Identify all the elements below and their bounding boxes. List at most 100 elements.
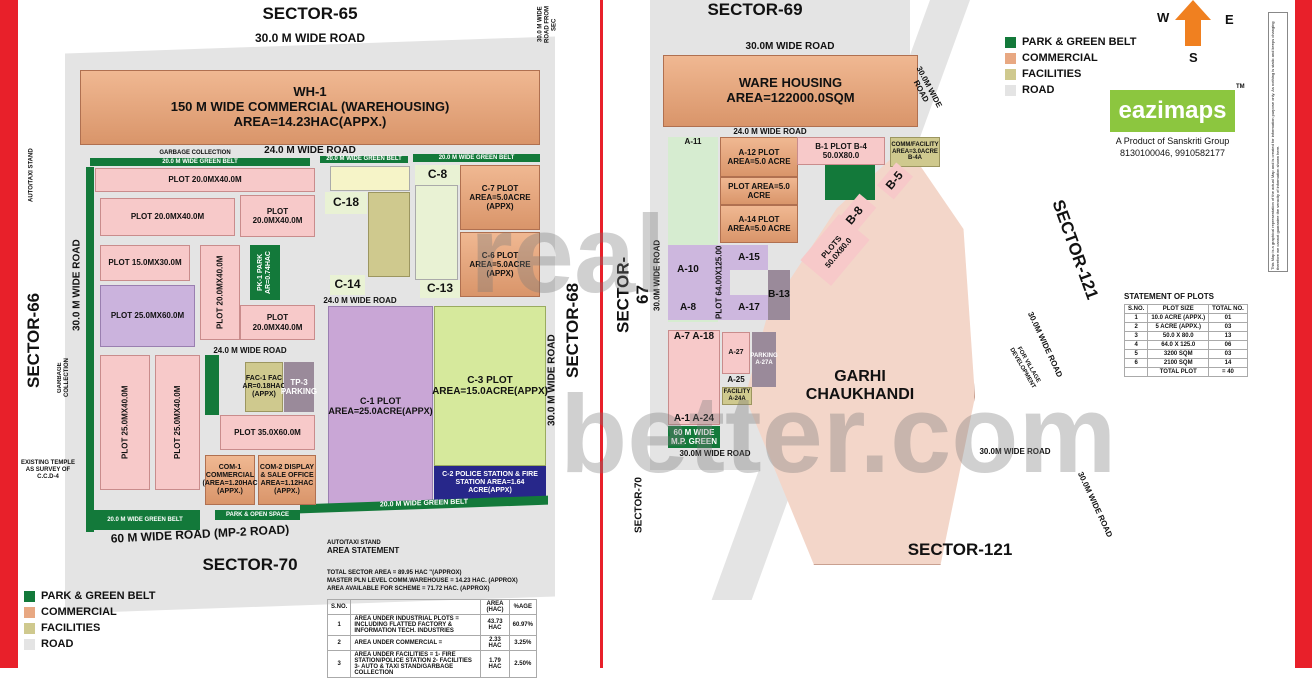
block-a13[interactable]: PLOT AREA=5.0 ACRE [720, 177, 798, 205]
block-c3[interactable]: C-3 PLOT AREA=15.0ACRE(APPX) [432, 306, 548, 466]
compass: W E S [1155, 0, 1245, 70]
block-b4a[interactable]: COMM/FACILITY AREA=3.0ACRE B-4A [890, 137, 940, 167]
green-belt-top: 20.0 M WIDE GREEN BELT [90, 158, 310, 166]
block-b13[interactable]: B-13 [768, 270, 790, 320]
park-pk1[interactable]: PK-1 PARK AR=0.74HAC [250, 245, 280, 300]
plot-b94[interactable]: PLOT 20.0MX40.0M [240, 195, 315, 237]
r-legend-park: PARK & GREEN BELT [1022, 36, 1137, 48]
plot-b37[interactable]: PLOT 20.0MX40.0M [100, 198, 235, 236]
block-a27[interactable]: A-27 [722, 332, 750, 374]
north-arrow-icon [1175, 0, 1211, 20]
block-c2[interactable]: C-2 POLICE STATION & FIRE STATION AREA=1… [434, 466, 546, 500]
a24-label: A-24 [692, 412, 715, 424]
garbage-label: GARBAGE COLLECTION [159, 150, 231, 156]
r-legend-commercial: COMMERCIAL [1022, 52, 1098, 64]
park-pk2[interactable] [205, 355, 219, 415]
block-a17[interactable]: A-17 [730, 295, 768, 320]
eazimaps-logo: eazimaps [1110, 90, 1235, 132]
legend-swatch-commercial [24, 606, 35, 618]
legend-swatch-facilities [24, 622, 35, 634]
plot-b102[interactable]: PLOT 20.0MX40.0M [200, 245, 240, 340]
block-c26[interactable] [330, 166, 410, 191]
sector-121-right-label: SECTOR-121 [1048, 197, 1103, 303]
block-c7[interactable]: C-7 PLOT AREA=5.0ACRE (APPX) [460, 165, 540, 230]
sector-69-label: SECTOR-69 [707, 0, 803, 19]
block-a10[interactable]: A-10 [668, 245, 708, 295]
green-belt-bottom-left: 20.0 M WIDE GREEN BELT [90, 510, 200, 530]
green-belt-c26: 20.0 M WIDE GREEN BELT [320, 156, 408, 163]
auto-stand-label: AUTO/TAXI STAND [28, 148, 35, 202]
wh1-line2: AREA=14.23HAC(APPX.) [233, 113, 387, 129]
plot-a6[interactable]: PLOT 35.0X60.0M [220, 415, 315, 450]
compass-e: E [1225, 12, 1234, 27]
legend-road: ROAD [41, 638, 74, 650]
wh1-line1: 150 M WIDE COMMERCIAL (WAREHOUSING) [170, 99, 450, 115]
table-row: TOTAL PLOT= 40 [1123, 367, 1248, 377]
r-legend-swatch-commercial [1005, 52, 1016, 64]
plot-b65[interactable]: PLOT 20.0MX40.0M [95, 168, 315, 192]
legend-park: PARK & GREEN BELT [41, 590, 156, 602]
block-c8-plot[interactable] [415, 185, 458, 280]
a18-label: A-18 [692, 331, 715, 342]
area-statement-title: AREA STATEMENT [327, 546, 400, 555]
parking-a27a[interactable]: PARKING A-27A [750, 332, 778, 387]
block-a12[interactable]: A-12 PLOT AREA=5.0 ACRE [720, 137, 798, 177]
block-c6[interactable]: C-6 PLOT AREA=5.0ACRE (APPX) [460, 232, 540, 297]
block-c8[interactable]: C-8 [415, 165, 460, 185]
sector-68-label: SECTOR-68 [563, 282, 583, 378]
plots-statement-title: STATEMENT OF PLOTS [1124, 292, 1214, 301]
b1-size: 50.0X80.0 [822, 151, 860, 160]
facility-fac1[interactable]: FAC-1 FAC AR=0.18HAC (APPX) [243, 362, 286, 412]
block-a15[interactable]: A-15 [730, 245, 768, 270]
legend-swatch-park [24, 590, 35, 602]
r-legend-swatch-facilities [1005, 68, 1016, 80]
right-legend: PARK & GREEN BELT COMMERCIAL FACILITIES … [1005, 36, 1137, 100]
left-legend: PARK & GREEN BELT COMMERCIAL FACILITIES … [24, 590, 156, 654]
road-inner-label: 24.0 M WIDE ROAD [323, 296, 397, 305]
plot-b12[interactable]: PLOT 25.0MX60.0M [100, 285, 195, 347]
facility-block[interactable] [368, 192, 410, 277]
garbage2-label: GARBAGE COLLECTION [57, 358, 70, 397]
block-plot64[interactable]: PLOT 64.00X125.00 [708, 245, 730, 320]
block-a8[interactable]: A-8 [668, 295, 708, 320]
legend-facilities: FACILITIES [41, 622, 101, 634]
parking-tp3[interactable]: TP-3 PARKING [281, 362, 317, 412]
block-a7-a24[interactable]: A-7 A-18 A-1 A-24 [668, 330, 720, 425]
area-statement: AUTO/TAXI STAND AREA STATEMENT TOTAL SEC… [326, 540, 547, 678]
area-line-3: AREA AVAILABLE FOR SCHEME = 71.72 HAC. (… [327, 585, 490, 592]
wh1-block[interactable]: WH-1 150 M WIDE COMMERCIAL (WAREHOUSING)… [80, 70, 540, 145]
plot-b118[interactable]: PLOT 20.0MX40.0M [240, 305, 315, 340]
green-belt-top-right: 20.0 M WIDE GREEN BELT [413, 154, 540, 162]
block-a14[interactable]: A-14 PLOT AREA=5.0 ACRE [720, 205, 798, 243]
auto-stand2-label: AUTO/TAXI STAND [327, 540, 381, 546]
right-road-bottom2-label: 30.0M WIDE ROAD [979, 447, 1051, 456]
warehousing-block[interactable]: WARE HOUSING AREA=122000.0SQM [663, 55, 918, 127]
block-c13[interactable]: C-13 [420, 280, 460, 298]
r-legend-swatch-park [1005, 36, 1016, 48]
road-top-label: 30.0 M WIDE ROAD [254, 31, 365, 45]
block-c1[interactable]: C-1 PLOT AREA=25.0ACRE(APPX) [328, 306, 433, 506]
plot-a20[interactable]: PLOT 25.0MX40.0M [155, 355, 200, 490]
block-com2[interactable]: COM-2 DISPLAY & SALE OFFICE AREA=1.12HAC… [258, 455, 316, 505]
block-c1-label: C-1 PLOT AREA=25.0ACRE(APPX) [328, 395, 433, 416]
road-inner2-label: 24.0 M WIDE ROAD [213, 346, 287, 355]
block-c18[interactable]: C-18 [325, 192, 367, 214]
park-green-b[interactable] [825, 165, 875, 200]
block-com1[interactable]: COM-1 COMMERCIAL (AREA=1.20HAC (APPX.) [202, 455, 258, 505]
right-road-bottom-label: 30.0M WIDE ROAD [679, 449, 751, 458]
block-c14[interactable]: C-14 [330, 275, 365, 295]
plot-b13[interactable]: PLOT 15.0MX30.0M [100, 245, 190, 281]
brand-phone: 8130100046, 9910582177 [1119, 148, 1226, 158]
facility-a24a[interactable]: FACILITY A-24A [722, 387, 752, 405]
plot-a42[interactable]: PLOT 25.0MX40.0M [100, 355, 150, 490]
compass-s: S [1189, 50, 1198, 65]
